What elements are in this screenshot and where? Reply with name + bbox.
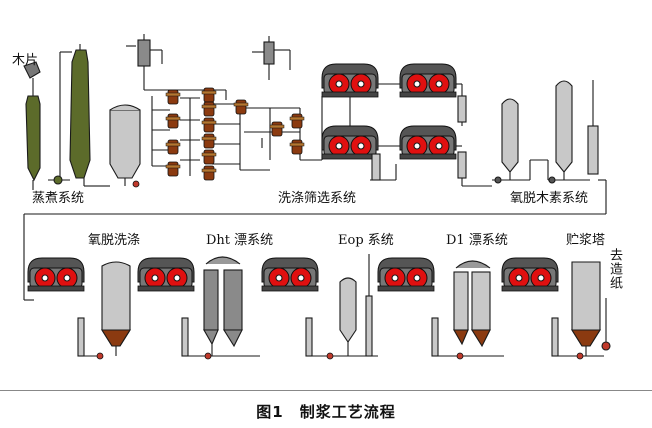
chip-feeder: [23, 61, 41, 79]
figure-caption: 图1 制浆工艺流程: [256, 403, 396, 421]
o2-wash-tank: [77, 261, 131, 357]
label-o2-wash: 氧脱洗涤: [88, 233, 141, 248]
drum-washer-2: [399, 63, 457, 98]
o2-wash-drum: [27, 257, 85, 292]
dht-towers: [181, 256, 260, 357]
d1-towers: [431, 260, 504, 357]
digester-left: [25, 95, 41, 182]
digester-right: [69, 49, 91, 179]
cyclone-left: [126, 34, 163, 90]
label-storage-tower: 贮浆塔: [566, 233, 606, 248]
screens: [165, 87, 305, 181]
eop-drum: [377, 257, 435, 292]
label-o2-delig-system: 氧脱木素系统: [510, 191, 589, 206]
label-eop-system: Eop 系统: [338, 233, 394, 248]
dht-drum-1: [137, 257, 195, 292]
drum-washer-1: [321, 63, 379, 98]
drum-washer-4: [399, 125, 457, 160]
drum-washer-3: [321, 125, 379, 160]
storage-tower: [551, 261, 611, 357]
label-washing-system: 洗涤筛选系统: [278, 191, 357, 206]
label-to-paper: 去造纸: [607, 248, 622, 290]
blow-tank: [100, 104, 141, 188]
label-cooking-system: 蒸煮系统: [32, 191, 85, 206]
d1-drum: [501, 257, 559, 292]
label-dht-system: Dht 漂系统: [206, 233, 274, 248]
eop-tower: [305, 254, 378, 357]
dht-drum-2: [261, 257, 319, 292]
o2-delig-towers: [492, 80, 607, 214]
cooking-system: [23, 44, 100, 190]
label-d1-system: D1 漂系统: [446, 233, 508, 248]
cyclone-middle: [252, 36, 291, 80]
label-wood-chips: 木片: [12, 53, 39, 68]
caption-rule: [0, 390, 652, 391]
washer-piping: [349, 83, 492, 187]
